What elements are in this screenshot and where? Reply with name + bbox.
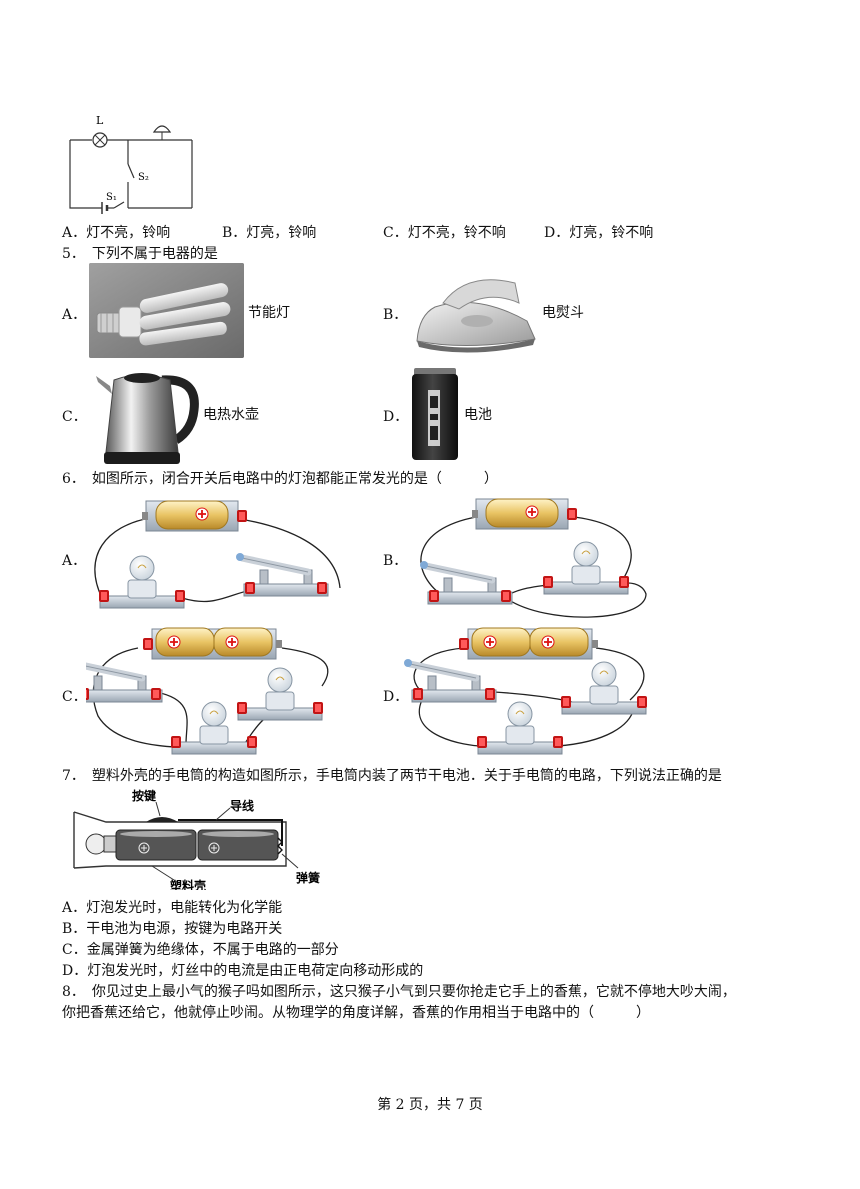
q6-option-b: B． bbox=[383, 553, 408, 569]
q4-option-d: D．灯亮，铃不响 bbox=[544, 225, 654, 241]
q7-option-d: D．灯泡发光时，灯丝中的电流是由正电荷定向移动形成的 bbox=[62, 963, 424, 979]
q5-option-b-label: 电熨斗 bbox=[542, 305, 584, 321]
q6-option-a: A． bbox=[62, 553, 87, 569]
q5-option-b-letter: B． bbox=[383, 307, 408, 323]
q6-option-c: C． bbox=[62, 689, 87, 705]
switch1-label: S₁ bbox=[106, 192, 117, 203]
q6-circuit-c bbox=[86, 628, 329, 754]
bell-icon bbox=[152, 125, 172, 133]
q6-option-d: D． bbox=[383, 689, 409, 705]
wire-label: 导线 bbox=[230, 798, 254, 813]
q7-option-c: C．金属弹簧为绝缘体，不属于电路的一部分 bbox=[62, 942, 339, 958]
q4-option-a: A．灯不亮，铃响 bbox=[62, 225, 171, 241]
switch2-label: S₂ bbox=[138, 172, 149, 183]
q5-option-d-letter: D． bbox=[383, 409, 409, 425]
q5-option-c-letter: C． bbox=[62, 409, 87, 425]
q7-option-b: B．干电池为电源，按键为电路开关 bbox=[62, 921, 283, 937]
flashlight-diagram: 按键 导线 弹簧 塑料壳 bbox=[73, 788, 320, 890]
electric-iron-image bbox=[416, 279, 536, 353]
q5-option-a-letter: A． bbox=[62, 307, 87, 323]
q4-option-b: B．灯亮，铃响 bbox=[222, 225, 317, 241]
shell-label: 塑料壳 bbox=[170, 878, 206, 890]
q5-option-d-label: 电池 bbox=[464, 407, 492, 423]
lamp-label: L bbox=[96, 114, 104, 127]
q6-circuits-figure bbox=[86, 486, 666, 768]
q6-circuit-d bbox=[404, 628, 647, 754]
button-label: 按键 bbox=[132, 788, 156, 803]
q4-circuit-diagram: L S₂ S₁ bbox=[69, 114, 193, 214]
q8-stem-line1: 8． 你见过史上最小气的猴子吗如图所示，这只猴子小气到只要你抢走它手上的香蕉，它… bbox=[62, 984, 736, 1000]
energy-saving-lamp-image bbox=[89, 263, 244, 358]
q5-option-c-label: 电热水壶 bbox=[203, 407, 259, 423]
spring-label: 弹簧 bbox=[296, 870, 320, 885]
q7-stem: 7． 塑料外壳的手电筒的构造如图所示，手电筒内装了两节干电池．关于手电筒的电路，… bbox=[62, 768, 722, 784]
page-footer: 第 2 页，共 7 页 bbox=[377, 1097, 483, 1113]
q5-option-a-label: 节能灯 bbox=[248, 305, 290, 321]
battery-image bbox=[412, 368, 458, 460]
q5-stem: 5． 下列不属于电器的是 bbox=[62, 246, 218, 262]
q6-circuit-a bbox=[94, 501, 341, 608]
electric-kettle-image bbox=[96, 373, 199, 464]
q4-option-c: C．灯不亮，铃不响 bbox=[383, 225, 506, 241]
q6-stem: 6． 如图所示，闭合开关后电路中的灯泡都能正常发光的是（ ） bbox=[62, 471, 498, 487]
q8-stem-line2: 你把香蕉还给它，他就停止吵闹。从物理学的角度详解，香蕉的作用相当于电路中的（ ） bbox=[62, 1005, 650, 1021]
q7-option-a: A．灯泡发光时，电能转化为化学能 bbox=[62, 900, 283, 916]
q6-circuit-b bbox=[420, 499, 647, 618]
